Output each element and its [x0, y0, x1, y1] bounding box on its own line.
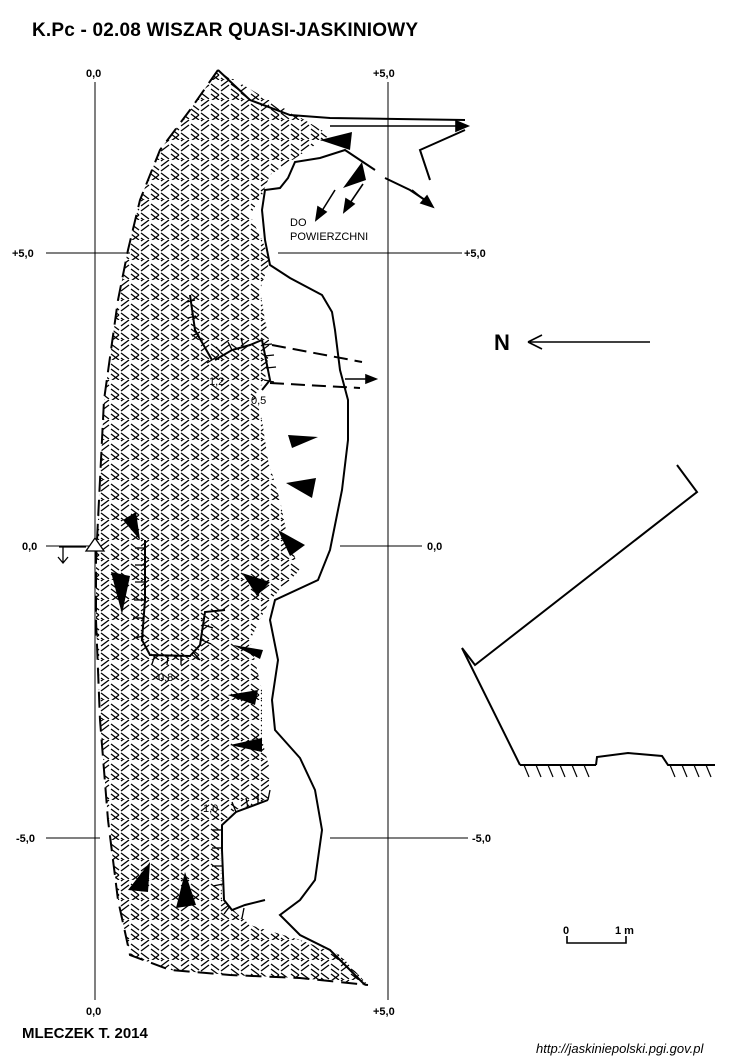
grid-label-y-plus5-right: +5,0: [464, 248, 486, 260]
annotation-line2: POWIERZCHNI: [290, 231, 368, 243]
depth-label: 1,0: [203, 803, 218, 815]
north-arrow: N: [494, 330, 650, 355]
exit-arrows: [314, 119, 471, 385]
cross-section: [461, 464, 715, 766]
depth-label: 1,2: [209, 376, 224, 388]
entrance-marker: [57, 536, 106, 565]
scale-start-label: 0: [563, 925, 569, 937]
grid-label-y-minus5-left: -5,0: [16, 833, 35, 845]
rock-hatched-area: [96, 70, 368, 985]
grid-label-y-minus5-right: -5,0: [472, 833, 491, 845]
grid-label-x-top-right: +5,0: [373, 68, 395, 80]
grid-label-x-top-left: 0,0: [86, 68, 101, 80]
grid-label-x-bottom-right: +5,0: [373, 1006, 395, 1018]
grid-label-y-zero-right: 0,0: [427, 541, 442, 553]
scale-end-label: 1 m: [615, 925, 634, 937]
grid-label-y-plus5-left: +5,0: [12, 248, 34, 260]
rock-boundary: [95, 69, 369, 986]
map-title: K.Pc - 02.08 WISZAR QUASI-JASKINIOWY: [32, 20, 419, 41]
annotation-line1: DO: [290, 217, 307, 229]
grid-label-x-bottom-left: 0,0: [86, 1006, 101, 1018]
depth-label: 0,8: [158, 672, 173, 684]
north-label: N: [494, 330, 510, 355]
depth-label: 0,5: [251, 395, 266, 407]
hachures: [133, 299, 277, 919]
author-credit: MLECZEK T. 2014: [22, 1025, 148, 1042]
scale-bar: 0 1 m: [563, 925, 634, 944]
grid-label-y-zero-left: 0,0: [22, 541, 37, 553]
cross-section-hachures: [523, 764, 712, 778]
source-link[interactable]: http://jaskiniepolski.pgi.gov.pl: [536, 1041, 704, 1056]
slope-triangles: [111, 132, 366, 908]
dashed-passage: [269, 344, 363, 389]
